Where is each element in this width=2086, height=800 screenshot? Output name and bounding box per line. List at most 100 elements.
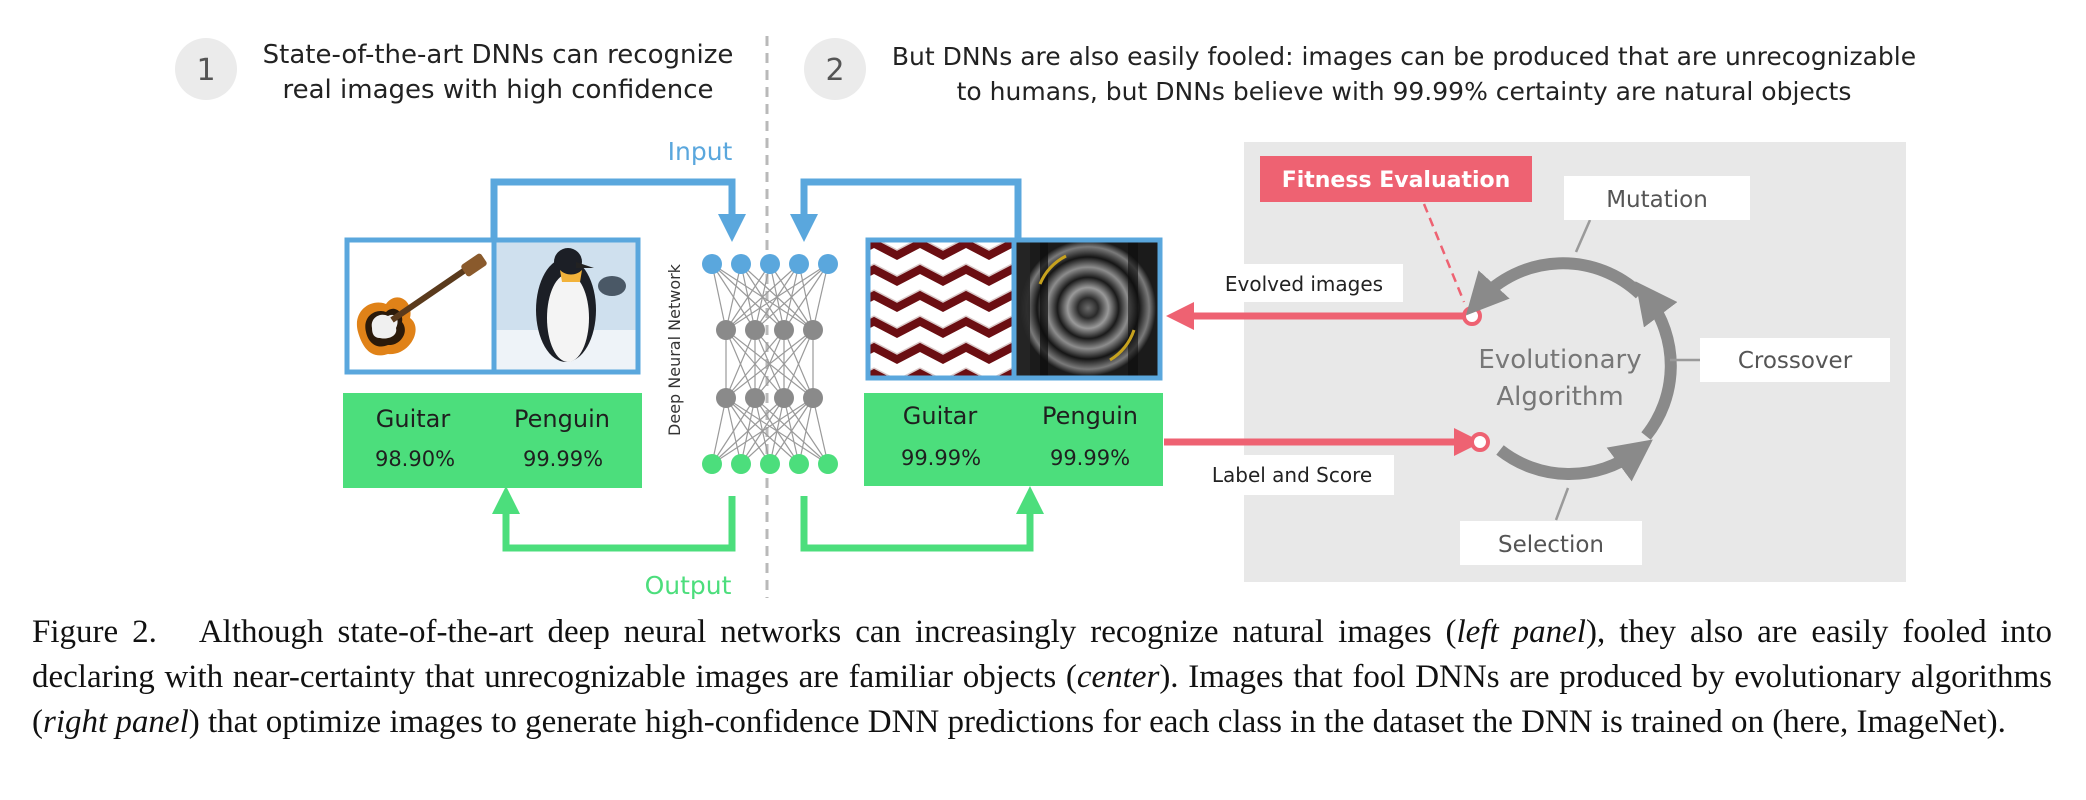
step2-number: 2: [825, 53, 844, 88]
step2-line1: But DNNs are also easily fooled: images …: [892, 42, 1916, 71]
left-result-label-guitar: Guitar: [376, 405, 451, 433]
fooling-guitar-image: [868, 240, 1014, 378]
network-edge: [754, 263, 829, 331]
network-edge: [783, 263, 829, 331]
right-result-score-guitar: 99.99%: [901, 446, 981, 470]
guitar-photo: [347, 240, 494, 372]
label-score-arrow-end: [1470, 432, 1490, 452]
network-edge: [711, 263, 727, 331]
ea-label-line1: Evolutionary: [1478, 345, 1641, 375]
right-input-arrow: [790, 178, 1022, 242]
network-edge: [725, 329, 785, 399]
input-node: [760, 254, 780, 274]
network-edge: [769, 397, 814, 465]
evolved-images-tag: [1205, 264, 1403, 302]
network-edge: [725, 329, 756, 399]
input-node: [702, 254, 722, 274]
selection-tag: [1460, 521, 1642, 565]
right-result-score-penguin: 99.99%: [1050, 446, 1130, 470]
network-edge: [725, 329, 814, 399]
step1-line1: State-of-the-art DNNs can recognize: [263, 40, 734, 70]
input-node: [818, 254, 838, 274]
penguin-photo: [494, 240, 638, 372]
step1-line2: real images with high confidence: [282, 75, 713, 105]
cycle-arc-right: [1635, 281, 1678, 440]
hidden-node: [803, 388, 823, 408]
left-results-box: [343, 393, 642, 488]
crossover-label: Crossover: [1738, 348, 1853, 374]
left-result-label-penguin: Penguin: [514, 405, 610, 433]
output-node: [702, 454, 722, 474]
output-node: [818, 454, 838, 474]
network-edge: [798, 397, 814, 465]
step2-number-badge: [804, 38, 866, 100]
step1-number-badge: [175, 38, 237, 100]
network-edge: [754, 329, 814, 399]
right-results-box: [864, 393, 1163, 486]
network-edge: [812, 263, 829, 331]
mutation-tag: [1564, 176, 1750, 220]
selection-label: Selection: [1498, 532, 1604, 558]
caption-part-3: ). Images that fool DNNs are produced by…: [32, 659, 2052, 740]
caption-part-2: ), they also are easily fooled into decl…: [32, 614, 2052, 695]
evolved-images-arrow-origin: [1462, 306, 1482, 326]
caption-italic-left-panel: left panel: [1456, 614, 1586, 650]
mutation-label: Mutation: [1606, 187, 1708, 213]
selection-connector: [1554, 487, 1570, 521]
network-edge: [711, 397, 785, 465]
network-edge: [740, 397, 814, 465]
caption-italic-center: center: [1076, 659, 1160, 695]
hidden-node: [803, 320, 823, 340]
network-edge: [725, 263, 829, 331]
left-output-arrow: [492, 486, 736, 552]
mutation-connector: [1574, 219, 1592, 253]
caption-italic-right-panel: right panel: [43, 704, 189, 740]
network-edge: [711, 397, 727, 465]
network-edge: [783, 329, 814, 399]
evolved-images-label: Evolved images: [1225, 272, 1383, 296]
output-node: [760, 454, 780, 474]
network-edge: [711, 397, 756, 465]
caption-part-4: ) that optimize images to generate high-…: [188, 704, 2006, 740]
label-and-score-label: Label and Score: [1212, 463, 1372, 487]
hidden-node: [745, 388, 765, 408]
crossover-tag: [1700, 338, 1890, 382]
fitness-evaluation-badge: [1260, 156, 1532, 202]
input-node: [789, 254, 809, 274]
caption-lead: Figure 2.: [32, 614, 157, 650]
right-output-arrow: [800, 486, 1044, 552]
left-input-arrow: [490, 178, 746, 242]
caption-part-1: Although state-of-the-art deep neural ne…: [198, 614, 1457, 650]
fooling-penguin-image: [1014, 240, 1160, 378]
hidden-node: [774, 320, 794, 340]
cycle-arc-top: [1465, 257, 1645, 316]
network-edge: [711, 397, 814, 465]
figure-caption: Figure 2. Although state-of-the-art deep…: [32, 610, 2052, 745]
step2-line2: to humans, but DNNs believe with 99.99% …: [957, 77, 1852, 106]
neural-network: [702, 254, 838, 474]
step1-number: 1: [196, 53, 215, 88]
input-node: [731, 254, 751, 274]
input-label: Input: [668, 137, 733, 166]
output-label: Output: [645, 571, 732, 600]
hidden-node: [774, 388, 794, 408]
cycle-arc-bottom: [1496, 439, 1653, 482]
right-result-label-penguin: Penguin: [1042, 402, 1138, 430]
network-edge: [725, 263, 800, 331]
left-result-score-penguin: 99.99%: [523, 447, 603, 471]
output-node: [789, 454, 809, 474]
network-edge: [725, 263, 771, 331]
label-score-tag: [1190, 455, 1394, 495]
fitness-connector: [1422, 203, 1466, 303]
hidden-node: [745, 320, 765, 340]
network-edge: [725, 263, 742, 331]
output-node: [731, 454, 751, 474]
right-result-label-guitar: Guitar: [903, 402, 978, 430]
hidden-node: [716, 320, 736, 340]
network-edge: [812, 397, 829, 465]
left-result-score-guitar: 98.90%: [375, 447, 455, 471]
fitness-evaluation-label: Fitness Evaluation: [1282, 168, 1511, 193]
ea-label-line2: Algorithm: [1496, 382, 1623, 412]
network-label: Deep Neural Network: [665, 263, 684, 436]
